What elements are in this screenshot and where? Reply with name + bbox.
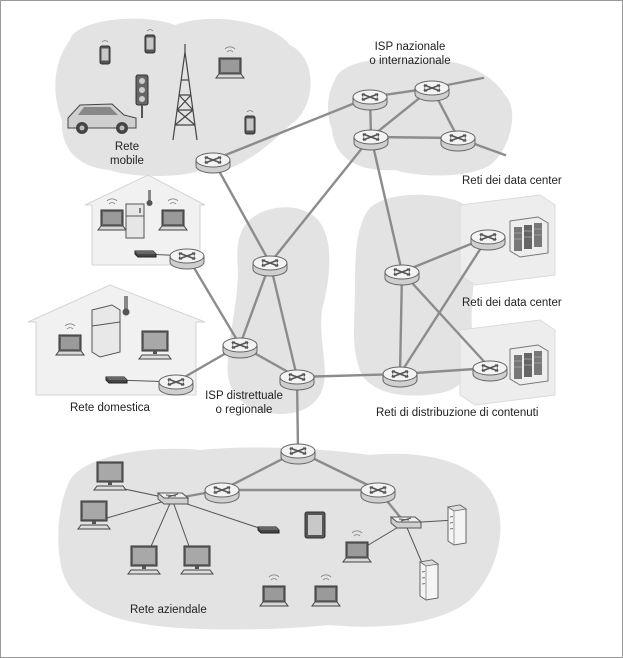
regional-isp-label: ISP distrettuale o regionale — [193, 389, 295, 417]
router-icon — [384, 264, 420, 286]
link — [268, 261, 299, 379]
regional-isp-cloud — [227, 207, 330, 414]
mobile-network-cloud — [55, 18, 311, 176]
mobile-devices — [67, 29, 256, 141]
link — [398, 270, 404, 376]
router-icon — [352, 89, 388, 111]
router-icon — [472, 360, 508, 382]
home-upper-devices — [97, 190, 188, 258]
link — [211, 158, 272, 265]
cdn-label: Reti di distribuzione di contenuti — [376, 407, 539, 419]
server-icon — [419, 559, 439, 601]
fridge-icon — [125, 203, 145, 239]
router-icon — [414, 80, 450, 102]
mobile-network-label: Rete mobile — [107, 140, 147, 168]
router-icon — [279, 369, 315, 391]
router-icon — [158, 374, 194, 396]
modem-icon — [134, 250, 157, 258]
router-icon — [169, 248, 205, 270]
router-icon — [360, 482, 396, 504]
desktop-pc-icon — [93, 461, 127, 491]
switch-icon — [157, 492, 189, 505]
thermometer-icon — [146, 190, 153, 206]
desktop-pc-icon — [77, 500, 111, 530]
regional-isp-label-line1: ISP distrettuale — [205, 390, 283, 402]
link — [398, 235, 490, 376]
national-isp-label: ISP nazionale o internazionale — [355, 40, 465, 68]
server-icon — [447, 504, 467, 546]
access-link — [99, 498, 173, 521]
server-rack-icon — [509, 344, 549, 386]
router-icon — [280, 443, 316, 465]
link — [369, 135, 404, 274]
enterprise-devices — [77, 461, 467, 607]
house-upper — [84, 174, 206, 266]
enterprise-network-label: Rete aziendale — [130, 604, 207, 616]
regional-isp-label-line2: o regionale — [215, 404, 273, 416]
router-icon — [470, 229, 506, 251]
national-isp-label-line1: ISP nazionale — [374, 41, 446, 53]
mobile-network-label-line1: Rete — [114, 141, 140, 153]
link — [185, 254, 242, 347]
router-icon — [195, 152, 231, 174]
desktop-pc-icon — [127, 545, 161, 575]
fridge-icon — [91, 304, 121, 358]
router-icon — [252, 255, 288, 277]
router-icon — [204, 482, 240, 504]
switch-icon — [390, 516, 422, 529]
national-isp-label-line2: o internazionale — [369, 55, 451, 67]
link — [268, 135, 373, 265]
thermometer-icon — [122, 296, 130, 316]
link — [400, 270, 492, 370]
link — [211, 95, 372, 162]
traffic-light-icon — [135, 74, 149, 118]
router-icon — [440, 130, 476, 152]
modem-icon — [257, 526, 280, 534]
desktop-pc-icon — [138, 330, 172, 360]
router-icon — [382, 366, 418, 388]
router-icon — [353, 129, 389, 151]
cell-tower-icon — [172, 44, 198, 141]
server-rack-icon — [509, 216, 549, 258]
datacenter-label-2: Reti dei data center — [462, 297, 562, 309]
link — [238, 261, 272, 347]
houses — [27, 174, 206, 396]
cdn-cloud — [353, 194, 479, 396]
home-network-label: Rete domestica — [70, 402, 150, 414]
home-lower-devices — [55, 296, 172, 384]
car-icon — [67, 103, 137, 134]
tablet-icon — [304, 511, 326, 539]
modem-icon — [105, 376, 128, 384]
datacenter-label-1: Reti dei data center — [462, 175, 562, 187]
router-icon — [222, 337, 258, 359]
mobile-network-label-line2: mobile — [110, 155, 144, 167]
desktop-pc-icon — [180, 545, 214, 575]
